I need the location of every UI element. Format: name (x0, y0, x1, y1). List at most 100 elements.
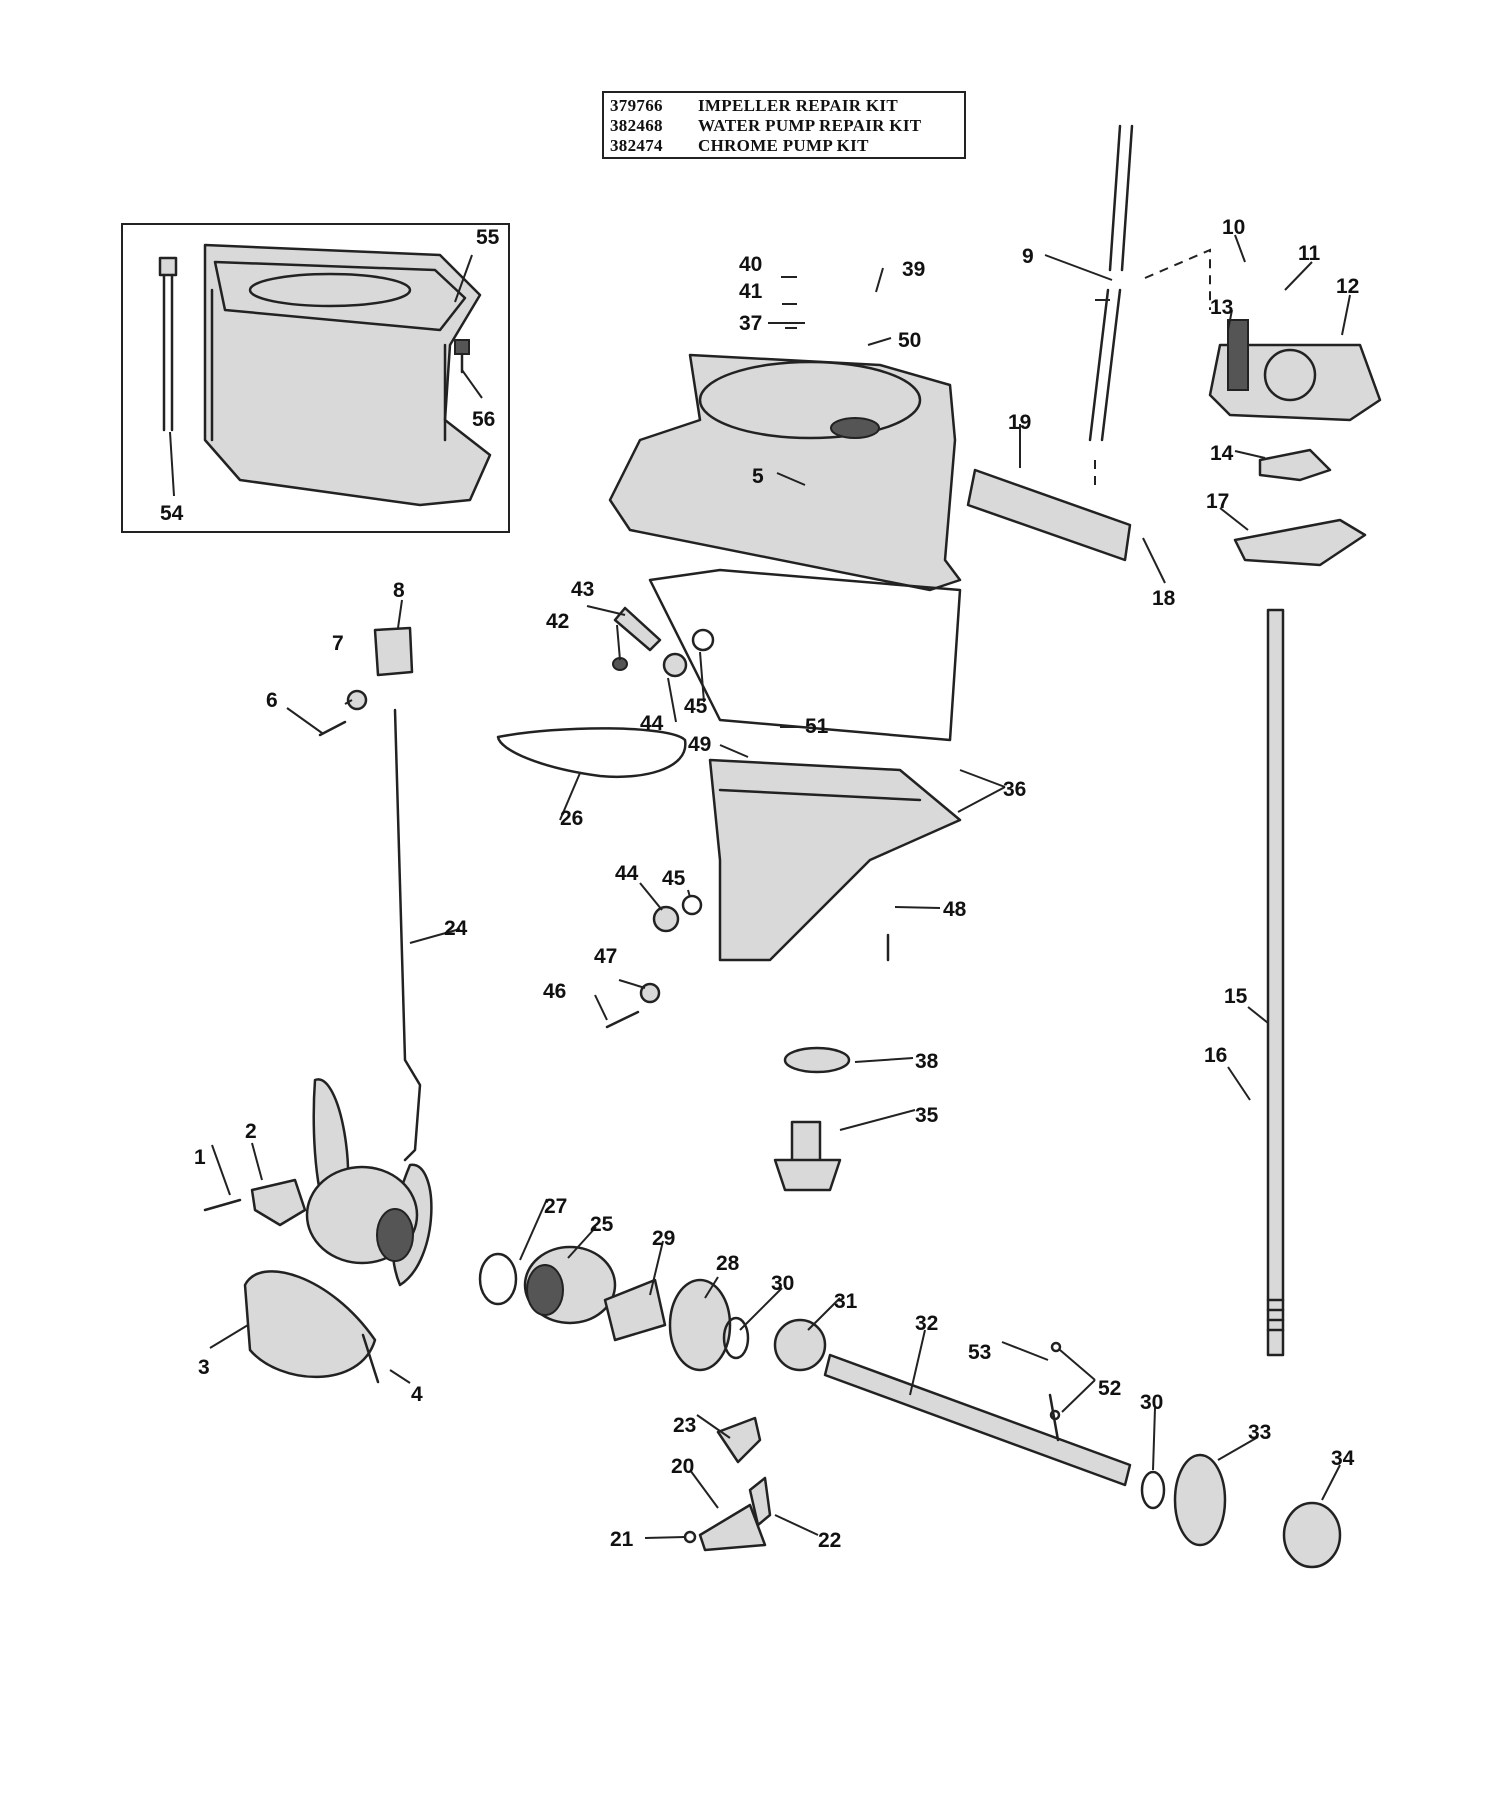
label-part-31: 31 (834, 1290, 858, 1313)
label-part-37: 37 (739, 312, 762, 335)
label-part-7: 7 (332, 632, 344, 655)
label-part-45: 45 (684, 695, 708, 718)
forward-gear (668, 1278, 732, 1372)
label-part-5: 5 (752, 465, 764, 488)
label-part-45: 45 (662, 867, 686, 890)
label-part-49: 49 (688, 733, 711, 756)
label-part-43: 43 (571, 578, 594, 601)
label-part-56: 56 (472, 408, 495, 431)
label-part-19: 19 (1008, 411, 1031, 434)
label-part-9: 9 (1022, 245, 1034, 268)
label-part-1: 1 (194, 1146, 206, 1169)
pin (683, 1530, 697, 1544)
nut (346, 689, 368, 711)
label-part-14: 14 (1210, 442, 1234, 465)
label-part-29: 29 (652, 1227, 675, 1250)
gasket-washer-lower (681, 894, 703, 916)
leader-lines (169, 234, 1351, 1539)
assembly-dash-line (1094, 248, 1211, 490)
inset-frame (121, 223, 510, 533)
impeller (1258, 448, 1332, 482)
shift-cam (748, 1476, 772, 1527)
label-part-22: 22 (818, 1529, 841, 1552)
bearing-carrier (1282, 1501, 1342, 1569)
water-pump-housing (1208, 319, 1382, 422)
pump-plate-strip (966, 468, 1132, 562)
shift-link (716, 1416, 762, 1464)
label-part-4: 4 (411, 1383, 423, 1406)
label-part-15: 15 (1224, 985, 1248, 1008)
shear-pin (361, 1333, 380, 1384)
label-part-39: 39 (902, 258, 925, 281)
thrust-washer (783, 1046, 851, 1074)
label-part-35: 35 (915, 1104, 939, 1127)
kit-number: 379766 (610, 96, 663, 115)
label-part-30: 30 (1140, 1391, 1163, 1414)
label-part-53: 53 (968, 1341, 991, 1364)
impeller-plate (1233, 518, 1367, 567)
label-part-40: 40 (739, 253, 762, 276)
long-bolt (158, 256, 178, 432)
label-part-18: 18 (1152, 587, 1176, 610)
shift-rod-connector (373, 626, 414, 677)
label-part-34: 34 (1331, 1447, 1355, 1470)
shift-lever (698, 1503, 767, 1552)
propeller-shaft (823, 1353, 1132, 1487)
label-part-54: 54 (160, 502, 184, 525)
label-part-20: 20 (671, 1455, 694, 1478)
screw (318, 720, 347, 737)
label-part-50: 50 (898, 329, 921, 352)
label-part-36: 36 (1003, 778, 1026, 801)
label-part-3: 3 (198, 1356, 210, 1379)
label-part-25: 25 (590, 1213, 614, 1236)
label-part-47: 47 (594, 945, 617, 968)
seal-ring (496, 727, 687, 779)
label-part-2: 2 (245, 1120, 257, 1143)
gearcase-lower-housing (708, 758, 962, 962)
label-part-26: 26 (560, 807, 583, 830)
label-part-46: 46 (543, 980, 566, 1003)
kit-row: 382468 WATER PUMP REPAIR KIT (610, 116, 958, 136)
label-part-38: 38 (915, 1050, 939, 1073)
label-part-24: 24 (444, 917, 468, 940)
label-part-10: 10 (1222, 216, 1245, 239)
label-part-11: 11 (1298, 242, 1321, 265)
water-tube (1088, 124, 1134, 442)
pin-tube (613, 606, 662, 652)
kit-name: CHROME PUMP KIT (698, 136, 869, 155)
reverse-gear (1173, 1453, 1227, 1547)
label-part-44: 44 (615, 862, 639, 885)
drive-shaft (1266, 608, 1285, 1357)
label-part-33: 33 (1248, 1421, 1271, 1444)
label-part-27: 27 (544, 1195, 567, 1218)
label-part-16: 16 (1204, 1044, 1227, 1067)
shift-rod (393, 708, 422, 1162)
kit-name: WATER PUMP REPAIR KIT (698, 116, 922, 135)
kit-number: 382474 (610, 136, 663, 155)
clutch-dog (773, 1318, 827, 1372)
label-part-52: 52 (1098, 1377, 1121, 1400)
label-part-30: 30 (771, 1272, 794, 1295)
label-part-17: 17 (1206, 490, 1229, 513)
detent-ball (1049, 1409, 1061, 1421)
label-part-21: 21 (610, 1528, 634, 1551)
cotter-pin (203, 1198, 242, 1212)
kit-name: IMPELLER REPAIR KIT (698, 96, 898, 115)
detent-spring (1048, 1393, 1060, 1442)
label-part-13: 13 (1210, 296, 1233, 319)
screw-lower (605, 1010, 640, 1029)
gearcase-upper-housing (608, 353, 962, 742)
label-part-51: 51 (805, 715, 829, 738)
drain-screw-lower (652, 905, 680, 933)
drain-screw (662, 652, 688, 678)
label-part-28: 28 (716, 1252, 740, 1275)
label-part-44: 44 (640, 712, 664, 735)
label-part-6: 6 (266, 689, 278, 712)
label-part-41: 41 (739, 280, 763, 303)
small-screw (454, 339, 470, 374)
thrust-washer-gear (722, 1316, 750, 1360)
label-part-8: 8 (393, 579, 405, 602)
kit-row: 382474 CHROME PUMP KIT (610, 136, 958, 156)
thrust-washer-rear (1140, 1470, 1166, 1510)
